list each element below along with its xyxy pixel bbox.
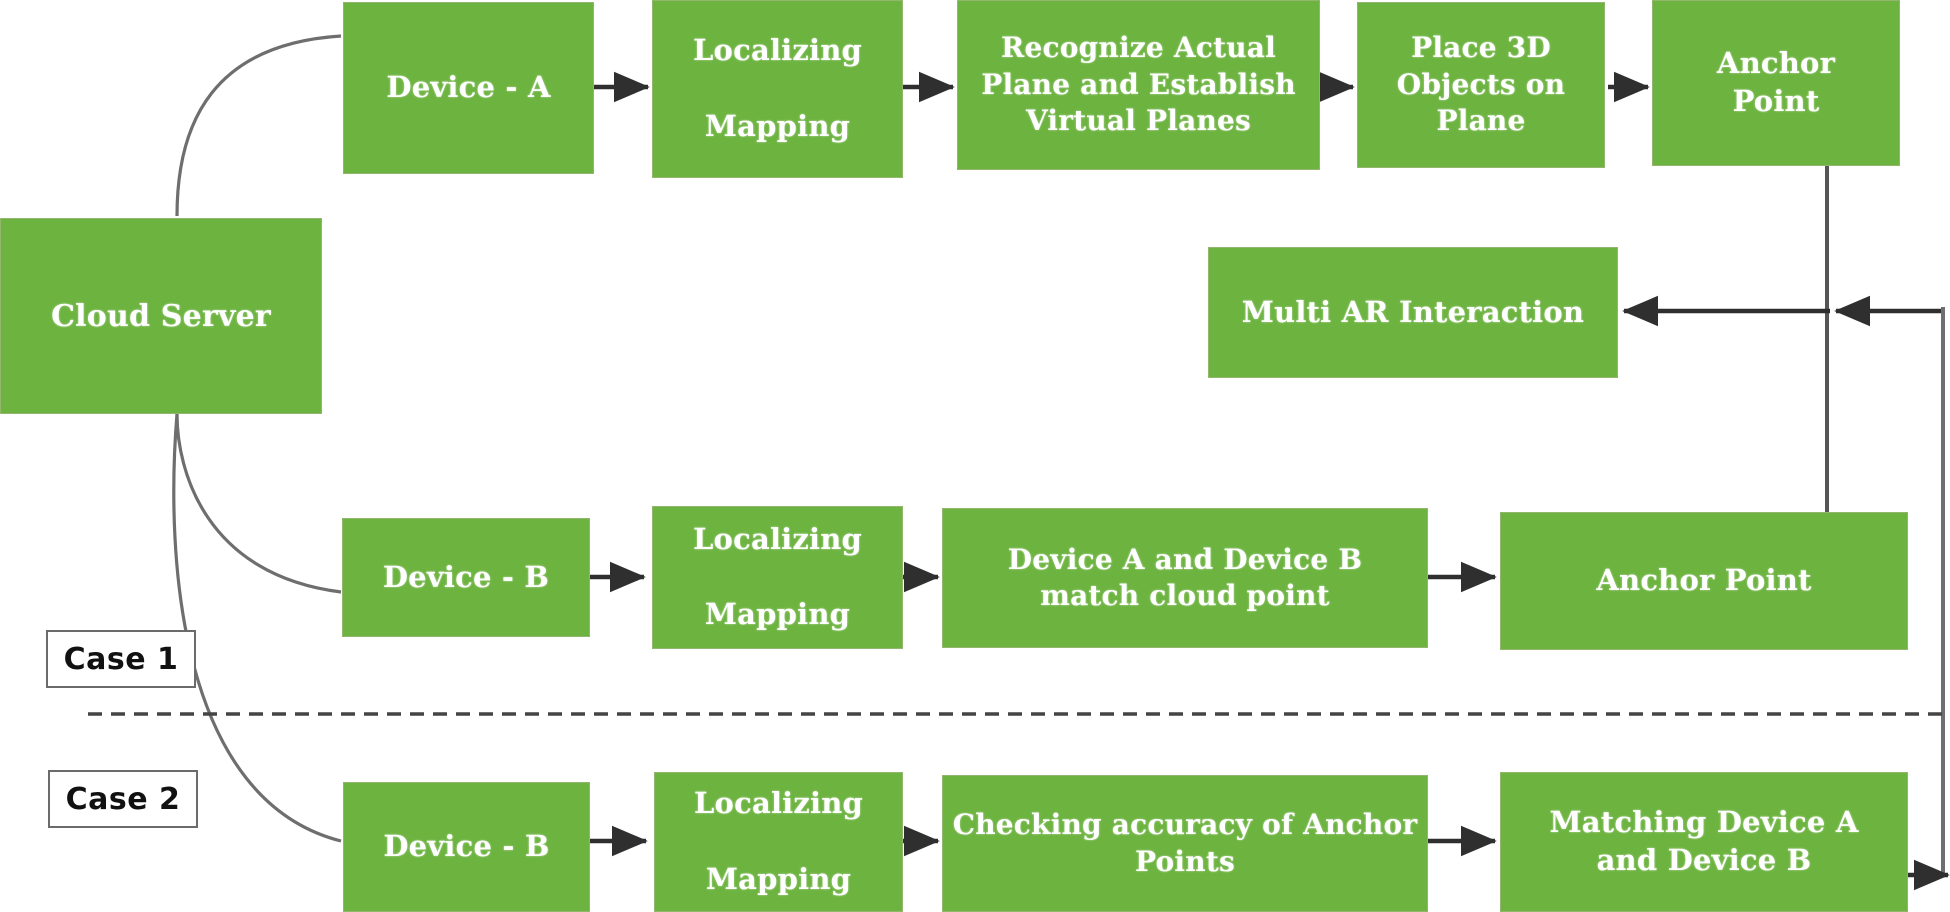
node-device-b-case2[interactable]: Device - B — [343, 782, 590, 912]
node-checking-accuracy-label: Checking accuracy of Anchor Points — [952, 808, 1418, 878]
node-anchor-point-top[interactable]: Anchor Point — [1652, 0, 1900, 166]
node-place-objects[interactable]: Place 3D Objects on Plane — [1357, 2, 1605, 168]
node-cloud-server[interactable]: Cloud Server — [0, 218, 322, 414]
node-recognize-planes[interactable]: Recognize Actual Plane and Establish Vir… — [957, 0, 1320, 170]
node-anchor-point-mid-label: Anchor Point — [1596, 563, 1812, 598]
node-device-b-case1[interactable]: Device - B — [342, 518, 590, 637]
node-match-cloud-point[interactable]: Device A and Device B match cloud point — [942, 508, 1428, 648]
node-matching-devices[interactable]: Matching Device A and Device B — [1500, 772, 1908, 912]
node-localizing-mapping-a[interactable]: Localizing Mapping — [652, 0, 903, 178]
node-device-a-label: Device - A — [386, 70, 551, 105]
node-match-cloud-point-label: Device A and Device B match cloud point — [1007, 542, 1363, 612]
node-localizing-mapping-b2-label: Localizing Mapping — [693, 786, 864, 896]
node-localizing-mapping-b1[interactable]: Localizing Mapping — [652, 506, 903, 649]
node-localizing-mapping-a-label: Localizing Mapping — [692, 33, 863, 143]
case-tag-2: Case 2 — [48, 770, 198, 828]
edge-cloud-to-device-b-case2 — [172, 413, 342, 843]
node-anchor-point-top-label: Anchor Point — [1716, 46, 1836, 118]
case-tag-1: Case 1 — [46, 630, 196, 688]
node-matching-devices-label: Matching Device A and Device B — [1549, 805, 1859, 877]
case-tag-1-label: Case 1 — [63, 641, 179, 677]
node-cloud-server-label: Cloud Server — [51, 298, 271, 334]
node-device-a[interactable]: Device - A — [343, 2, 594, 174]
node-device-b-case2-label: Device - B — [383, 829, 550, 864]
case-tag-2-label: Case 2 — [65, 781, 181, 817]
node-multi-ar-interaction-label: Multi AR Interaction — [1241, 294, 1585, 329]
node-device-b-case1-label: Device - B — [382, 559, 550, 594]
node-localizing-mapping-b2[interactable]: Localizing Mapping — [654, 772, 903, 912]
edge-cloud-to-device-a — [175, 34, 342, 217]
node-recognize-planes-label: Recognize Actual Plane and Establish Vir… — [981, 31, 1296, 138]
node-place-objects-label: Place 3D Objects on Plane — [1396, 31, 1566, 138]
edge-cloud-to-device-b-case1 — [175, 413, 342, 594]
node-localizing-mapping-b1-label: Localizing Mapping — [692, 521, 863, 632]
node-anchor-point-mid[interactable]: Anchor Point — [1500, 512, 1908, 650]
node-checking-accuracy[interactable]: Checking accuracy of Anchor Points — [942, 775, 1428, 912]
node-multi-ar-interaction[interactable]: Multi AR Interaction — [1208, 247, 1618, 378]
